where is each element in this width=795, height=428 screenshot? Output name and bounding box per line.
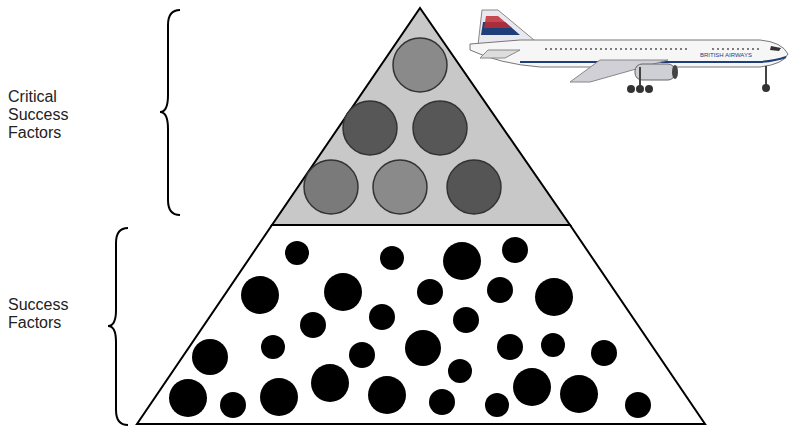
factor-circle	[413, 101, 467, 155]
factor-dot	[513, 368, 551, 406]
wheel	[627, 85, 635, 93]
landing-gear	[639, 67, 641, 86]
bracket-label: Success Factors	[8, 296, 88, 332]
wheel	[636, 85, 644, 93]
factor-dot	[405, 330, 441, 366]
factor-dot	[220, 392, 246, 418]
stabilizer	[480, 50, 520, 58]
factor-circle	[373, 160, 427, 214]
factor-dot	[324, 273, 362, 311]
factor-dot	[443, 242, 481, 280]
factor-dot	[560, 375, 598, 413]
factor-dot	[285, 241, 309, 265]
cockpit-window	[770, 46, 781, 51]
curly-bracket	[160, 10, 180, 215]
factor-dot	[300, 312, 326, 338]
factor-dot	[485, 393, 509, 417]
factor-dot	[169, 379, 207, 417]
tail-livery	[484, 16, 512, 28]
window-row	[545, 48, 690, 50]
factor-circle	[447, 160, 501, 214]
airplane-illustration	[470, 10, 788, 93]
factor-dot	[241, 276, 279, 314]
bracket-label: Critical Success Factors	[8, 88, 88, 142]
engine-intake	[672, 65, 678, 79]
factor-dot	[502, 237, 528, 263]
factor-dot	[625, 392, 651, 418]
curly-bracket	[108, 228, 128, 425]
factor-dot	[448, 359, 472, 383]
factor-dot	[349, 342, 375, 368]
factor-dot	[369, 304, 395, 330]
factor-dot	[417, 279, 443, 305]
airline-livery-text: BRITISH AIRWAYS	[700, 52, 752, 59]
wheel	[762, 84, 770, 92]
factor-dot	[453, 307, 479, 333]
factor-dot	[535, 278, 573, 316]
pyramid-base	[137, 225, 705, 424]
factor-dot	[497, 334, 523, 360]
factor-dot	[368, 376, 406, 414]
factor-dot	[429, 389, 455, 415]
factor-dot	[541, 333, 565, 357]
factor-dot	[261, 335, 285, 359]
critical-factor-circles	[304, 38, 501, 214]
window-row	[712, 48, 760, 50]
factor-dot	[591, 340, 617, 366]
factor-dot	[487, 277, 513, 303]
landing-gear	[765, 66, 767, 85]
factor-dot	[260, 378, 298, 416]
factor-dot	[380, 246, 404, 270]
factor-dot	[192, 339, 228, 375]
wheel	[645, 85, 653, 93]
factor-circle	[393, 38, 447, 92]
factor-dot	[311, 364, 349, 402]
factor-circle	[343, 101, 397, 155]
success-factor-dots	[169, 237, 651, 418]
factor-circle	[304, 160, 358, 214]
